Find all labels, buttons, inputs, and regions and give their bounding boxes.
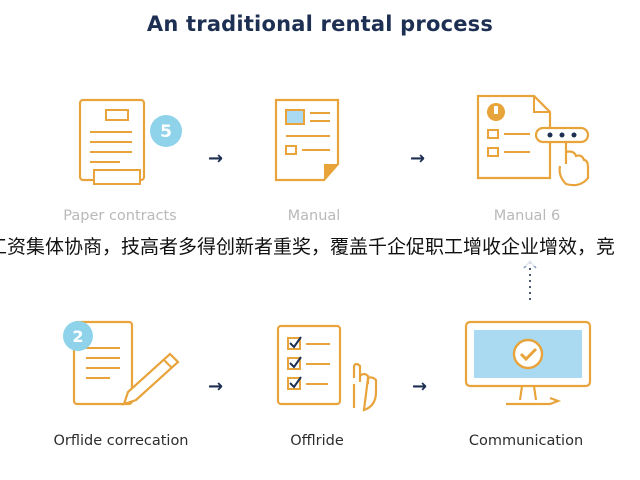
step-label-orflide-correcation: Orflide correcation [53, 433, 189, 449]
manual-document-icon [274, 98, 340, 182]
step-label-communication: Communication [468, 433, 584, 449]
arrow-right-icon: → [208, 376, 224, 397]
arrow-right-icon: → [410, 148, 426, 169]
svg-text:5: 5 [160, 122, 172, 142]
step-badge: 2 [63, 321, 93, 351]
arrow-right-icon: → [412, 376, 428, 397]
step-label-manual: Manual [287, 208, 341, 224]
overlay-caption-banner: 工资集体协商，技高者多得创新者重奖，覆盖千企促职工增收企业增效，竞 [0, 228, 640, 266]
step-label-manual-6: Manual 6 [493, 208, 561, 224]
overlay-caption-text: 工资集体协商，技高者多得创新者重奖，覆盖千企促职工增收企业增效，竞 [0, 236, 616, 258]
step-badge: 5 [150, 115, 182, 147]
step-label-paper-contracts: Paper contracts [63, 208, 177, 224]
checklist-hand-icon [276, 324, 378, 412]
manual-form-hand-icon [476, 94, 590, 187]
svg-text:2: 2 [72, 327, 83, 346]
paper-contract-icon [78, 98, 146, 185]
arrow-right-icon: → [208, 148, 224, 169]
monitor-check-icon [464, 320, 592, 406]
step-label-offlride: Offlride [290, 433, 344, 449]
page-title: An traditional rental process [146, 12, 494, 36]
